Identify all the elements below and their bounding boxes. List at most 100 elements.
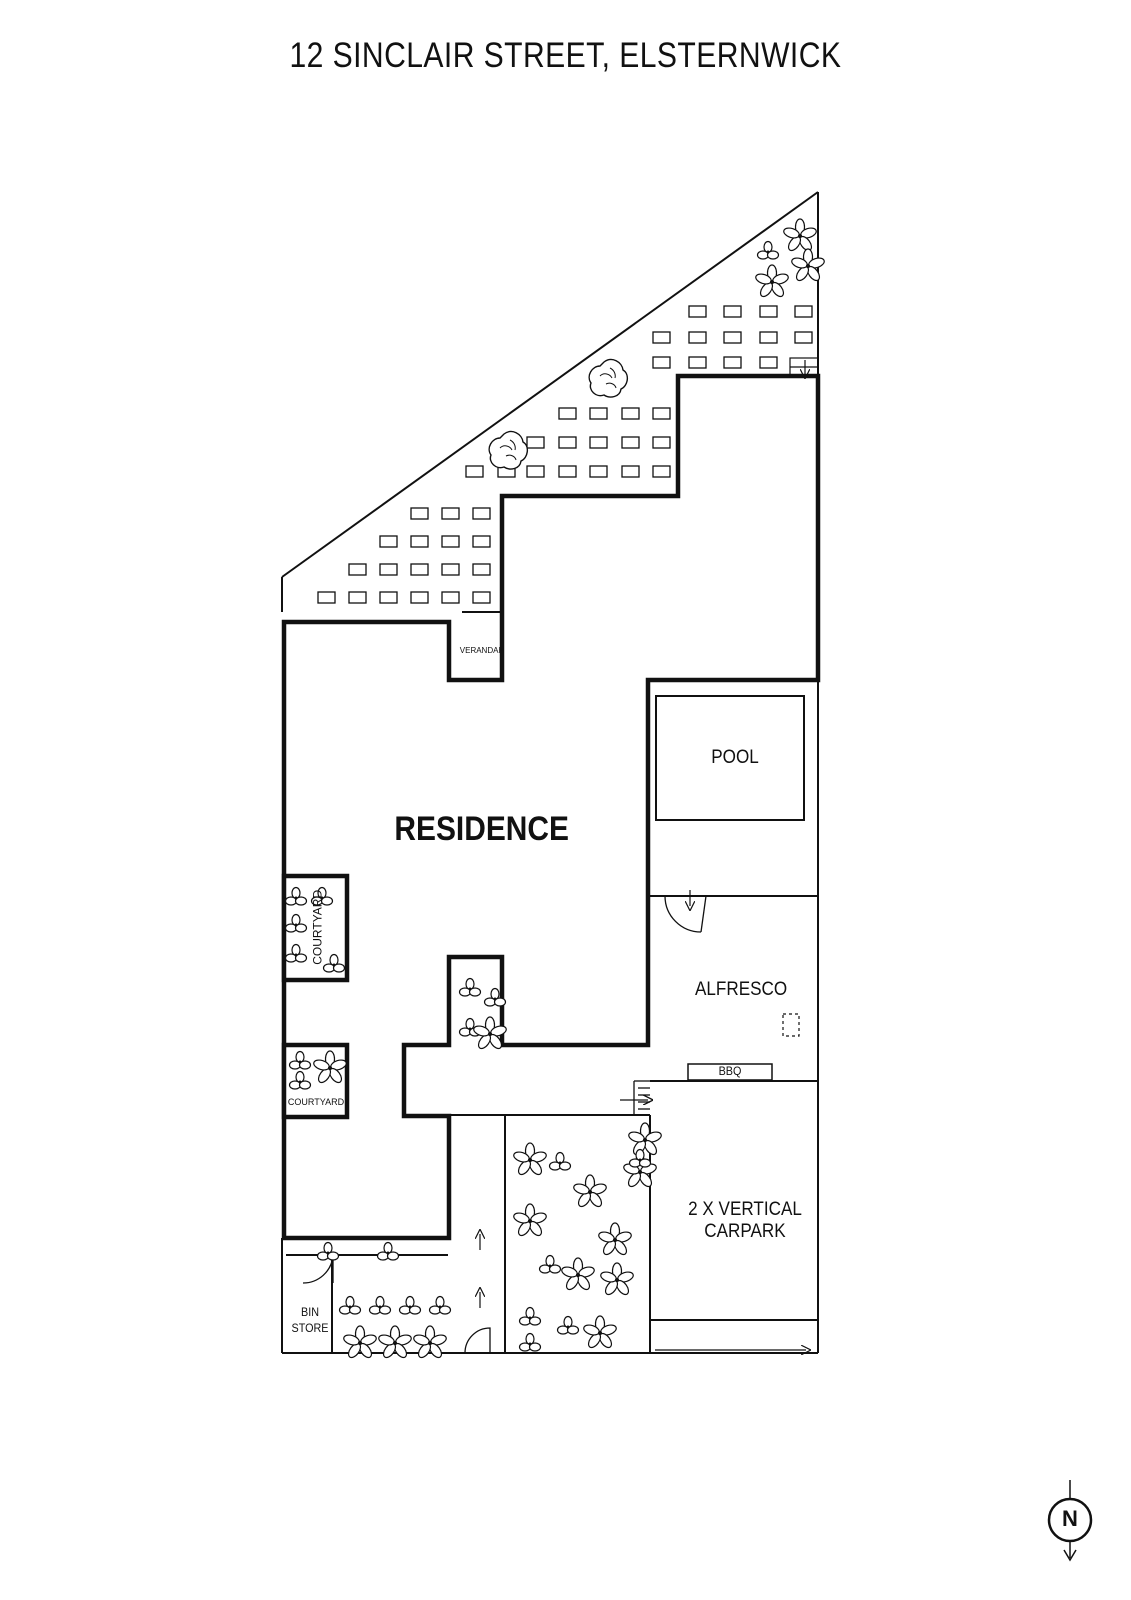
plant-icon xyxy=(548,1151,572,1171)
plant-icon xyxy=(511,1142,549,1178)
bin-store-label-line2: STORE xyxy=(291,1321,329,1335)
plant-icon xyxy=(398,1295,422,1315)
plant-icon xyxy=(781,218,819,254)
paver-icon xyxy=(652,436,671,449)
paver-icon xyxy=(759,305,778,318)
residence-outline xyxy=(281,373,821,1241)
plant-icon xyxy=(538,1254,562,1274)
plant-icon xyxy=(518,1306,542,1326)
plant-icon xyxy=(596,1222,634,1258)
plant-icon xyxy=(571,1174,609,1210)
bbq-outline xyxy=(687,1063,773,1081)
plant-icon xyxy=(598,1262,636,1298)
paver-icon xyxy=(652,407,671,420)
plant-icon xyxy=(338,1295,362,1315)
residence-label: RESIDENCE xyxy=(394,810,569,848)
paver-icon xyxy=(759,331,778,344)
plant-icon xyxy=(428,1295,452,1315)
paver-icon xyxy=(472,535,491,548)
paver-icon xyxy=(441,535,460,548)
plant-icon xyxy=(756,240,780,260)
paver-icon xyxy=(589,465,608,478)
paver-icon xyxy=(472,507,491,520)
paver-icon xyxy=(621,436,640,449)
paver-icon xyxy=(723,305,742,318)
paver-icon xyxy=(759,356,778,369)
paver-icon xyxy=(465,465,484,478)
plant-icon xyxy=(581,1315,619,1351)
paver-icon xyxy=(410,507,429,520)
top-right-stair xyxy=(789,357,819,376)
plant-icon xyxy=(376,1241,400,1261)
paver-icon xyxy=(589,436,608,449)
plant-icon xyxy=(511,1203,549,1239)
alfresco-label: ALFRESCO xyxy=(695,979,788,1000)
paver-icon xyxy=(379,535,398,548)
paver-icon xyxy=(723,356,742,369)
paver-icon xyxy=(589,407,608,420)
paver-icon xyxy=(558,407,577,420)
paver-icon xyxy=(472,591,491,604)
paver-icon xyxy=(441,563,460,576)
stairs xyxy=(620,1080,650,1115)
pool-outline xyxy=(655,695,805,821)
paver-icon xyxy=(652,465,671,478)
plant-icon xyxy=(626,1122,664,1158)
paver-icon xyxy=(621,407,640,420)
paver-icon xyxy=(526,436,545,449)
plant-icon xyxy=(458,977,482,997)
paver-icon xyxy=(317,591,336,604)
plant-icon xyxy=(376,1325,414,1361)
paver-icon xyxy=(688,356,707,369)
carpark-label-line2: CARPARK xyxy=(704,1221,786,1242)
paver-icon xyxy=(348,563,367,576)
plant-icon xyxy=(628,1148,652,1168)
paver-icon xyxy=(558,465,577,478)
paver-icon xyxy=(379,563,398,576)
plant-icon xyxy=(368,1295,392,1315)
paver-icon xyxy=(652,331,671,344)
plant-group xyxy=(284,218,827,1361)
courtyard-lower-label: COURTYARD xyxy=(287,1097,345,1107)
paver-icon xyxy=(441,591,460,604)
verandah-label: VERANDAH xyxy=(459,646,505,655)
plant-icon xyxy=(789,248,827,284)
courtyard-upper-label: COURTYARD xyxy=(310,889,325,965)
paver-icon xyxy=(379,591,398,604)
paver-icon xyxy=(794,331,813,344)
paver-grid xyxy=(317,305,813,604)
alfresco-table-icon xyxy=(782,1013,800,1037)
paver-icon xyxy=(794,305,813,318)
tree-icon xyxy=(488,430,529,470)
paver-icon xyxy=(410,591,429,604)
north-arrow-icon xyxy=(1047,1480,1093,1562)
paver-icon xyxy=(441,507,460,520)
plant-icon xyxy=(753,264,791,300)
paver-icon xyxy=(526,465,545,478)
plan-title: 12 SINCLAIR STREET, ELSTERNWICK xyxy=(289,36,842,75)
plant-icon xyxy=(341,1325,379,1361)
pool-label: POOL xyxy=(711,747,759,768)
paver-icon xyxy=(621,465,640,478)
plant-icon xyxy=(411,1325,449,1361)
plant-icon xyxy=(559,1257,597,1293)
paver-icon xyxy=(410,563,429,576)
carpark-label-line1: 2 X VERTICAL xyxy=(688,1199,802,1220)
tree-icon xyxy=(588,358,629,398)
paver-icon xyxy=(688,331,707,344)
paver-icon xyxy=(410,535,429,548)
paver-icon xyxy=(652,356,671,369)
compass-letter: N xyxy=(1062,1506,1078,1531)
paver-icon xyxy=(348,591,367,604)
paver-icon xyxy=(723,331,742,344)
plant-icon xyxy=(316,1241,340,1261)
plant-icon xyxy=(556,1315,580,1335)
bbq-label: BBQ xyxy=(718,1064,742,1078)
bin-store-label-line1: BIN xyxy=(300,1305,319,1319)
paver-icon xyxy=(472,563,491,576)
paver-icon xyxy=(558,436,577,449)
paver-icon xyxy=(688,305,707,318)
direction-arrow-icons xyxy=(480,890,806,1350)
